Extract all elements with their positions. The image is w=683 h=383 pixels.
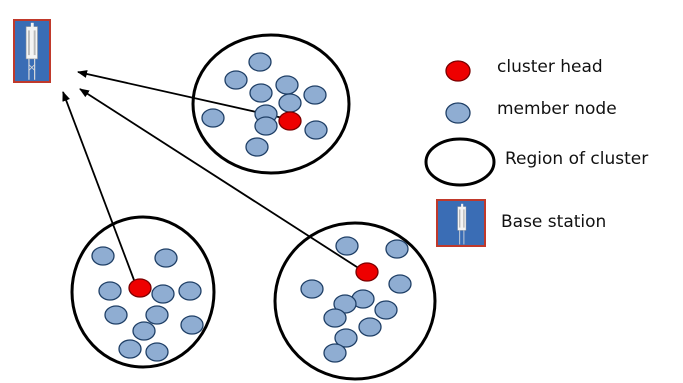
member-node bbox=[98, 281, 122, 301]
cluster-head-top bbox=[278, 111, 302, 131]
member-node bbox=[334, 328, 358, 348]
cluster-head-bottom-left bbox=[128, 278, 152, 298]
arrow-bottom-right-to-base bbox=[79, 88, 361, 270]
member-node bbox=[275, 75, 299, 95]
member-node bbox=[151, 284, 175, 304]
legend-region-swatch bbox=[424, 137, 496, 187]
member-node bbox=[333, 294, 357, 314]
member-node bbox=[145, 305, 169, 325]
transmission-arrows bbox=[62, 70, 361, 281]
legend: cluster head member node Region of clust… bbox=[424, 57, 648, 247]
legend-cluster-head-swatch bbox=[445, 60, 471, 82]
region-cluster-bottom-right bbox=[273, 221, 437, 381]
region-cluster-top bbox=[191, 33, 351, 175]
arrow-bottom-left-to-base bbox=[62, 91, 135, 281]
member-node bbox=[145, 342, 169, 362]
member-node bbox=[201, 108, 225, 128]
legend-base-station-swatch bbox=[436, 199, 486, 247]
member-node bbox=[91, 246, 115, 266]
member-node bbox=[254, 116, 278, 136]
member-node bbox=[303, 85, 327, 105]
cluster-top-members bbox=[201, 52, 328, 157]
cluster-bottom-left-members bbox=[91, 246, 204, 362]
member-node bbox=[304, 120, 328, 140]
member-node bbox=[224, 70, 248, 90]
legend-cluster-head-label: cluster head bbox=[497, 57, 603, 77]
member-node bbox=[178, 281, 202, 301]
member-node bbox=[374, 300, 398, 320]
member-node bbox=[323, 308, 347, 328]
region-cluster-bottom-left bbox=[70, 215, 216, 369]
member-node bbox=[132, 321, 156, 341]
legend-member-node-label: member node bbox=[497, 99, 617, 119]
member-node bbox=[154, 248, 178, 268]
member-node bbox=[104, 305, 128, 325]
member-node bbox=[358, 317, 382, 337]
legend-base-station-label: Base station bbox=[501, 212, 606, 232]
member-node bbox=[278, 93, 302, 113]
member-node bbox=[248, 52, 272, 72]
cluster-head-bottom-right bbox=[355, 262, 379, 282]
base-station bbox=[13, 19, 51, 83]
tower-structure bbox=[25, 22, 38, 80]
arrow-top-to-base bbox=[77, 70, 284, 119]
cluster-regions bbox=[70, 33, 437, 381]
member-node bbox=[118, 339, 142, 359]
member-node bbox=[323, 343, 347, 363]
member-node bbox=[180, 315, 204, 335]
member-node bbox=[385, 239, 409, 259]
legend-member-node-swatch bbox=[445, 102, 471, 124]
member-node bbox=[300, 279, 324, 299]
legend-region-label: Region of cluster bbox=[505, 149, 648, 169]
cluster-bottom-right-members bbox=[300, 236, 412, 363]
member-node bbox=[249, 83, 273, 103]
member-node bbox=[335, 236, 359, 256]
member-node bbox=[245, 137, 269, 157]
member-node bbox=[388, 274, 412, 294]
